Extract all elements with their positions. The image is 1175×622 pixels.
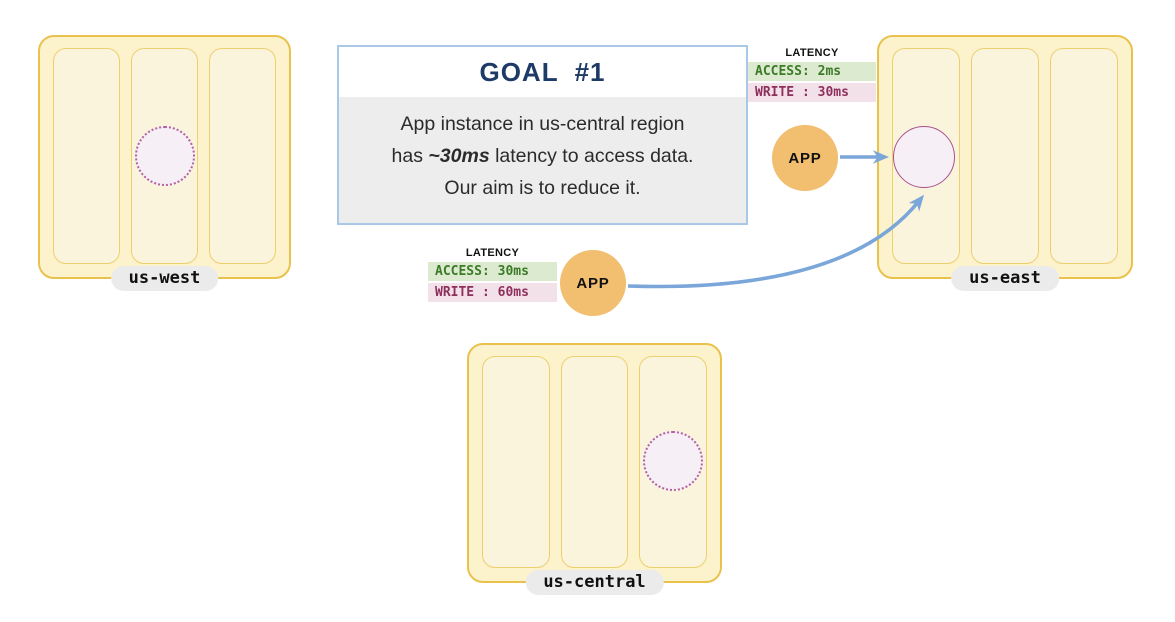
latency-panel-us-central: LATENCY ACCESS: 30ms WRITE : 60ms: [428, 247, 557, 304]
zone-us-central-1: [482, 356, 550, 568]
latency-title-central: LATENCY: [465, 247, 520, 259]
region-label-us-central: us-central: [525, 570, 664, 595]
zone-us-east-2: [971, 48, 1039, 264]
app-instance-east-label: APP: [788, 149, 822, 167]
goal-body-line2-prefix: has: [391, 145, 429, 167]
zone-us-east-3: [1050, 48, 1118, 264]
region-label-us-east: us-east: [951, 266, 1059, 291]
latency-write-east: WRITE : 30ms: [748, 83, 876, 102]
zone-us-west-3: [209, 48, 276, 264]
goal-body-line1: App instance in us-central region: [400, 113, 685, 135]
latency-access-central: ACCESS: 30ms: [428, 262, 557, 281]
goal-body-line3: Our aim is to reduce it.: [444, 177, 641, 199]
zone-us-central-2: [560, 356, 629, 568]
latency-write-central: WRITE : 60ms: [428, 283, 557, 302]
latency-panel-us-east: LATENCY ACCESS: 2ms WRITE : 30ms: [748, 47, 876, 104]
goal-card: GOAL #1 App instance in us-central regio…: [337, 45, 748, 225]
goal-body-line2: has ~30ms latency to access data.: [339, 140, 746, 172]
data-replica-circle-us-central: [643, 431, 703, 491]
data-replica-circle-us-west: [135, 126, 195, 186]
latency-title-east: LATENCY: [785, 47, 839, 59]
region-label-us-west: us-west: [110, 266, 219, 291]
app-instance-east: APP: [772, 125, 838, 191]
goal-title: GOAL #1: [479, 56, 606, 87]
goal-body-line2-suffix: latency to access data.: [489, 145, 694, 167]
app-instance-central: APP: [560, 250, 626, 316]
goal-card-header: GOAL #1: [339, 47, 746, 97]
zone-us-west-1: [53, 48, 120, 264]
app-instance-central-label: APP: [576, 274, 610, 292]
goal-latency-highlight: ~30ms: [428, 145, 490, 167]
data-primary-circle-us-east: [893, 126, 955, 188]
goal-card-body: App instance in us-central region has ~3…: [339, 97, 746, 223]
latency-access-east: ACCESS: 2ms: [748, 62, 876, 81]
